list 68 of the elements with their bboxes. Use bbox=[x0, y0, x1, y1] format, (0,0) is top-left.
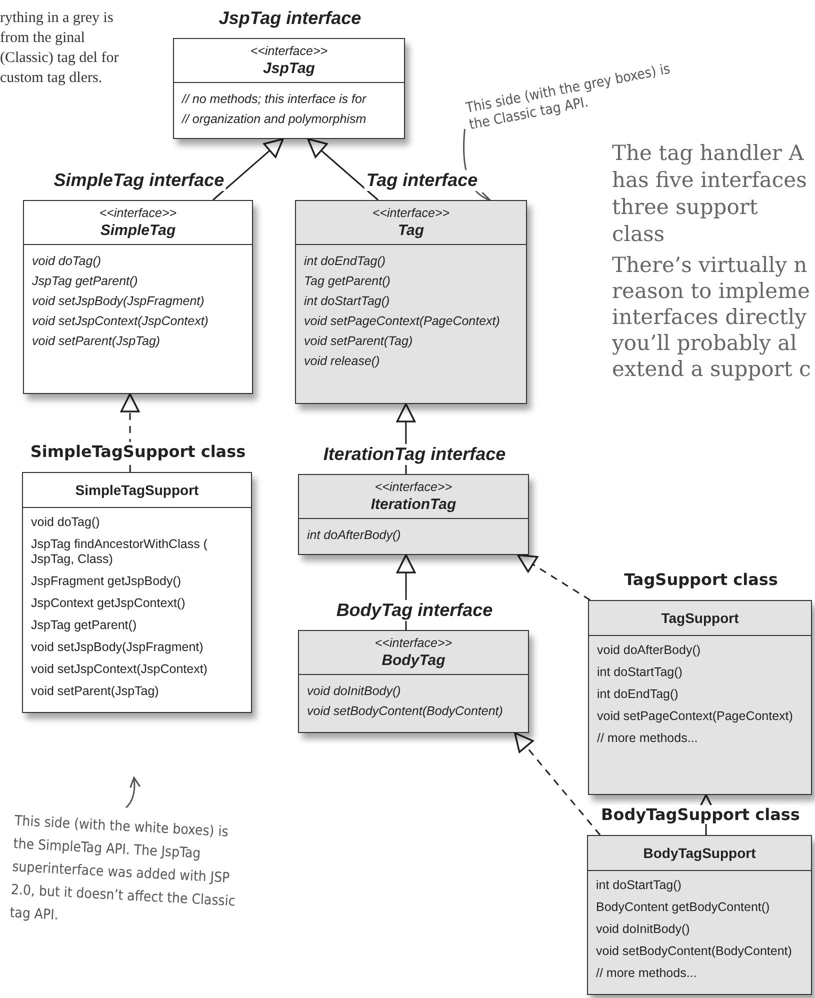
handwritten-note: This side (with the white boxes) is the SimpleTag API. The JspTag superinterface was added with JSP 2.0, but it doesn’t affect the Classic tag API. bbox=[9, 810, 243, 937]
method-signature: JspTag findAncestorWithClass ( JspTag, Class) bbox=[31, 537, 208, 567]
leader-line bbox=[125, 776, 140, 808]
method-signature: void setParent(JspTag) bbox=[32, 334, 160, 349]
class-name: Tag bbox=[398, 222, 424, 239]
leader-line bbox=[463, 128, 491, 202]
method-signature: void release() bbox=[304, 354, 380, 369]
section-heading: BodyTag interface bbox=[334, 600, 495, 621]
class-name: BodyTag bbox=[382, 652, 446, 669]
method-signature: JspTag getParent() bbox=[31, 618, 137, 633]
realization-arrow bbox=[514, 732, 601, 836]
method-signature: JspTag getParent() bbox=[32, 274, 138, 289]
method-signature: BodyContent getBodyContent() bbox=[596, 900, 770, 915]
inheritance-arrow bbox=[307, 138, 379, 201]
method-signature: void setJspBody(JspFragment) bbox=[31, 640, 204, 655]
method-signature: // more methods... bbox=[597, 731, 698, 746]
inheritance-arrow bbox=[212, 138, 284, 201]
section-heading: JspTag interface bbox=[216, 8, 364, 29]
section-heading: TagSupport class bbox=[622, 570, 780, 589]
method-signature: // more methods... bbox=[596, 966, 697, 981]
method-signature: void setJspBody(JspFragment) bbox=[32, 294, 204, 309]
stereotype-label: <<interface>> bbox=[99, 206, 177, 220]
method-signature: void doTag() bbox=[32, 254, 102, 269]
method-signature: int doStartTag() bbox=[597, 665, 682, 680]
method-signature: void setPageContext(PageContext) bbox=[597, 709, 793, 724]
method-signature: Tag getParent() bbox=[304, 274, 390, 289]
method-signature: void setJspContext(JspContext) bbox=[32, 314, 208, 329]
method-signature: void setBodyContent(BodyContent) bbox=[596, 944, 792, 959]
side-note: rything in a grey is from the ginal (Classic) tag del for custom tag dlers. bbox=[0, 9, 120, 88]
method-signature: JspContext getJspContext() bbox=[31, 596, 186, 611]
method-signature: void setParent(Tag) bbox=[304, 334, 413, 349]
method-signature: int doStartTag() bbox=[304, 294, 390, 309]
method-signature: // organization and polymorphism bbox=[182, 112, 366, 127]
handwritten-note: This side (with the grey boxes) is the Classic tag API. bbox=[464, 60, 682, 134]
method-signature: int doAfterBody() bbox=[307, 528, 401, 543]
method-signature: JspFragment getJspBody() bbox=[31, 574, 182, 589]
class-name: BodyTagSupport bbox=[643, 844, 756, 863]
method-signature: // no methods; this interface is for bbox=[182, 92, 366, 107]
method-signature: void doInitBody() bbox=[596, 922, 690, 937]
stereotype-label: <<interface>> bbox=[372, 206, 450, 220]
method-signature: void doInitBody() bbox=[307, 684, 401, 699]
realization-arrow bbox=[120, 393, 140, 472]
method-signature: void setPageContext(PageContext) bbox=[304, 314, 500, 329]
class-name: IterationTag bbox=[370, 496, 456, 513]
method-signature: void setJspContext(JspContext) bbox=[31, 662, 208, 677]
realization-arrow bbox=[517, 554, 590, 601]
class-name: SimpleTagSupport bbox=[75, 481, 199, 500]
section-heading: IterationTag interface bbox=[321, 444, 508, 465]
method-signature: void setParent(JspTag) bbox=[31, 684, 159, 699]
section-heading: BodyTagSupport class bbox=[599, 805, 802, 824]
stereotype-label: <<interface>> bbox=[374, 480, 452, 494]
method-signature: int doEndTag() bbox=[597, 687, 678, 702]
section-heading: SimpleTag interface bbox=[52, 170, 226, 191]
stereotype-label: <<interface>> bbox=[250, 44, 328, 58]
inheritance-arrow bbox=[396, 554, 416, 630]
method-signature: void doTag() bbox=[31, 515, 100, 530]
inheritance-arrow bbox=[396, 403, 416, 474]
class-name: JspTag bbox=[263, 60, 315, 77]
method-signature: void setBodyContent(BodyContent) bbox=[307, 704, 503, 719]
section-heading: Tag interface bbox=[364, 170, 480, 191]
annotation-text: The tag handler A has five interfaces three support class bbox=[612, 140, 808, 248]
method-signature: int doEndTag() bbox=[304, 254, 386, 269]
method-signature: void doAfterBody() bbox=[597, 643, 701, 658]
class-name: TagSupport bbox=[661, 609, 739, 628]
annotation-text: There’s virtually n reason to impleme interfaces directly you’ll probably al extend a support c bbox=[612, 252, 812, 382]
class-name: SimpleTag bbox=[100, 222, 176, 239]
method-signature: int doStartTag() bbox=[596, 878, 682, 893]
stereotype-label: <<interface>> bbox=[374, 636, 452, 650]
